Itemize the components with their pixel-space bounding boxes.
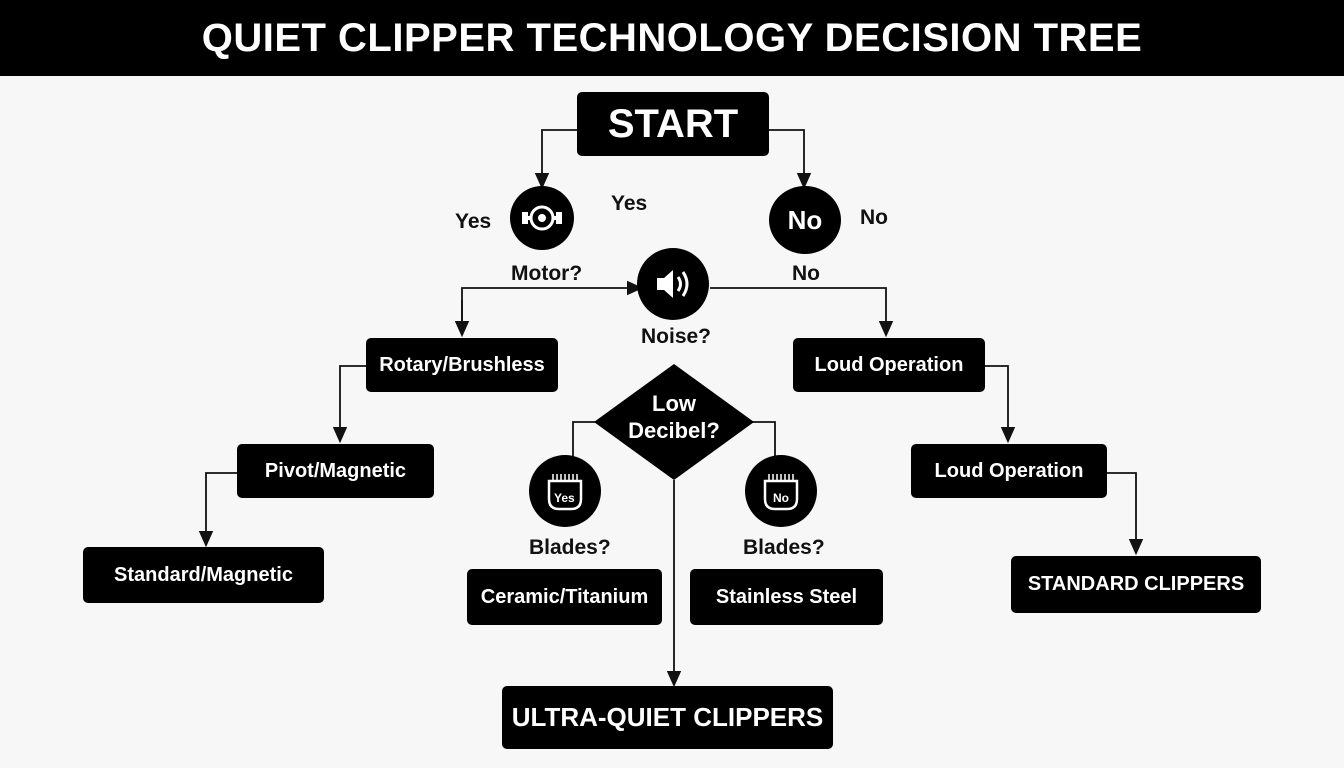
speaker-icon xyxy=(637,248,709,320)
label-yes-center: Yes xyxy=(611,192,648,215)
label-no-lower: No xyxy=(792,262,820,285)
edge-pivot-standard xyxy=(198,472,238,548)
low-decibel-line2: Decibel? xyxy=(628,418,720,443)
edge-loud1-loud2 xyxy=(984,365,1016,444)
low-decibel-diamond xyxy=(594,364,754,480)
edge-diamond-no xyxy=(752,421,776,458)
edge-noise-rotary xyxy=(461,280,644,330)
edge-rotary-pivot xyxy=(332,365,366,444)
label-motor: Motor? xyxy=(511,262,583,285)
label-no-right: No xyxy=(860,206,888,229)
loud-operation-node-1: Loud Operation xyxy=(793,338,985,392)
label-yes-left: Yes xyxy=(455,210,492,233)
label-blades-yes: Blades? xyxy=(529,536,611,559)
blade-no-icon: No xyxy=(745,455,817,527)
edge-noise-loud xyxy=(710,287,894,338)
label-noise: Noise? xyxy=(641,325,712,348)
start-node: START xyxy=(577,92,769,156)
standard-magnetic-node: Standard/Magnetic xyxy=(83,547,324,603)
motor-icon xyxy=(510,186,574,250)
ultra-quiet-clippers-node: ULTRA-QUIET CLIPPERS xyxy=(502,686,833,749)
standard-clippers-node: STANDARD CLIPPERS xyxy=(1011,556,1261,613)
loud-operation-node-2: Loud Operation xyxy=(911,444,1107,498)
blade-tag-yes: Yes xyxy=(554,491,575,505)
stainless-steel-node: Stainless Steel xyxy=(690,569,883,625)
pivot-magnetic-node: Pivot/Magnetic xyxy=(237,444,434,498)
no-node-label: No xyxy=(787,204,823,235)
edge-loud2-standard xyxy=(1106,472,1144,556)
low-decibel-line1: Low xyxy=(652,391,696,416)
blade-tag-no: No xyxy=(773,491,789,505)
edge-diamond-yes xyxy=(572,421,596,458)
edge-start-motor xyxy=(534,129,578,190)
label-blades-no: Blades? xyxy=(743,536,825,559)
low-decibel-label: Low Decibel? xyxy=(614,390,734,444)
diagram-title: QUIET CLIPPER TECHNOLOGY DECISION TREE xyxy=(0,0,1344,76)
edge-start-no xyxy=(768,129,812,190)
ceramic-titanium-node: Ceramic/Titanium xyxy=(467,569,662,625)
blade-yes-icon: Yes xyxy=(529,455,601,527)
rotary-brushless-node: Rotary/Brushless xyxy=(366,338,558,392)
no-node: No xyxy=(769,186,841,254)
